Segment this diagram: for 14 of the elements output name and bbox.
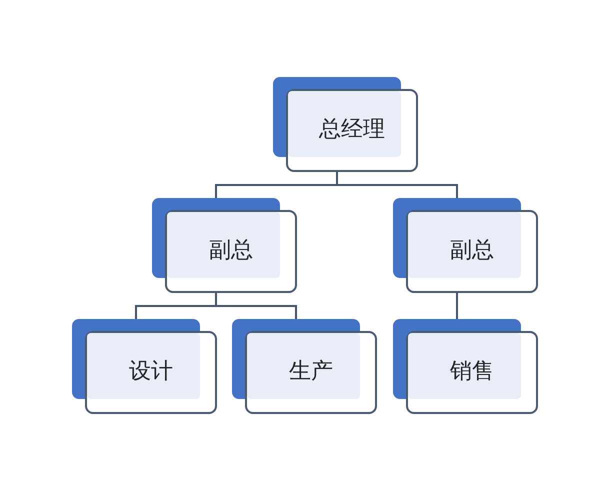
position-box (393, 198, 538, 293)
position-title: 副总 (450, 239, 494, 264)
connector-line (336, 172, 458, 198)
position-title: 设计 (129, 360, 173, 385)
position-title: 生产 (289, 360, 333, 385)
position-title: 副总 (209, 239, 253, 264)
position-title: 总经理 (319, 118, 385, 143)
position-box (72, 319, 217, 414)
position-box (393, 319, 538, 414)
connector-line (456, 293, 458, 319)
position-box (152, 198, 297, 293)
position-box (232, 319, 377, 414)
position-title: 销售 (450, 360, 494, 385)
position-box (273, 77, 418, 172)
